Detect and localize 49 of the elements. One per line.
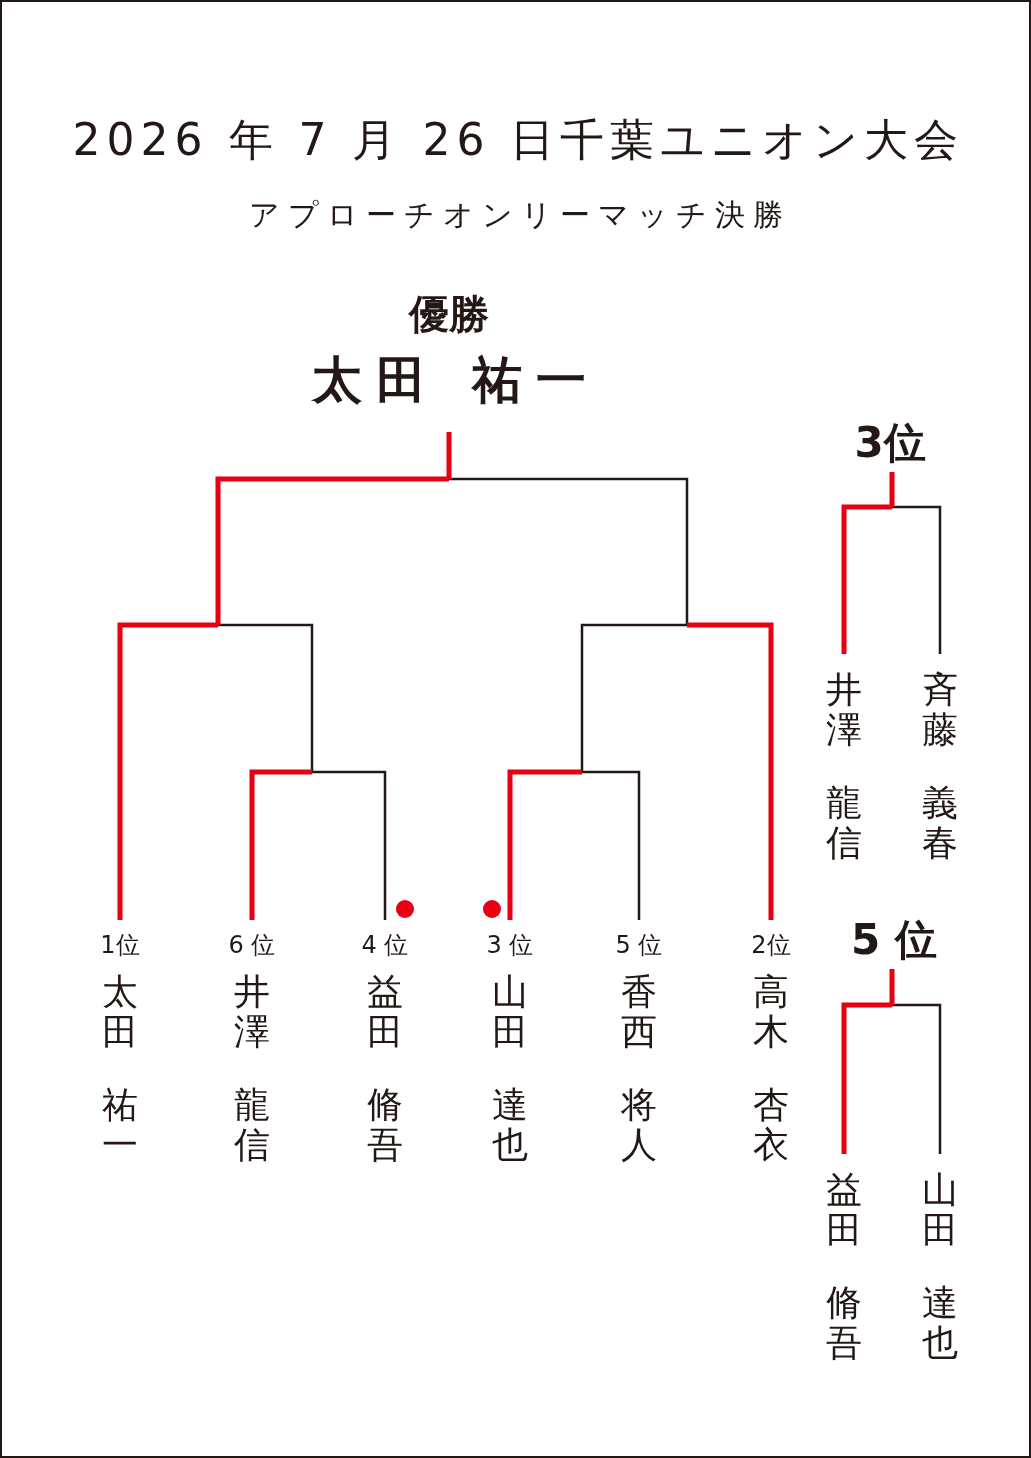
player-name: 井澤 [234, 972, 270, 1052]
title-heading: 2026 年 7 月 26 日千葉ユニオン大会 [71, 113, 965, 167]
player-name: 達也 [492, 1085, 528, 1165]
bracket-line [841, 504, 892, 654]
rank-label: 5 位 [615, 932, 663, 958]
player-name: 脩吾 [826, 1283, 862, 1363]
rank-label: 3 位 [486, 932, 534, 958]
bracket-line [892, 1003, 942, 1154]
winner-label: 優勝 [409, 292, 489, 336]
bracket-line [507, 769, 582, 920]
player-name: 香西 [621, 972, 657, 1052]
rank-label: 2位 [751, 932, 791, 958]
rank-label: 1位 [100, 932, 140, 958]
player-name: 益田 [367, 972, 403, 1052]
player-name: 山田 [492, 972, 528, 1052]
player-name: 祐一 [102, 1085, 138, 1165]
bracket-line [215, 476, 449, 625]
player-name: 山田 [922, 1170, 958, 1250]
bracket-line [687, 622, 774, 920]
player-name: 脩吾 [367, 1085, 403, 1165]
player-name: 太田 [102, 972, 138, 1052]
bracket-line [449, 477, 689, 625]
player-name: 龍信 [234, 1085, 270, 1165]
bracket-line [582, 770, 641, 920]
subtitle: アプローチオンリーマッチ決勝 [247, 196, 791, 234]
rank-label: 4 位 [361, 932, 409, 958]
place-heading: 5 位 [851, 914, 937, 966]
bracket-line [889, 472, 895, 507]
player-name: 斉藤 [922, 670, 958, 750]
player-name: 井澤 [826, 670, 862, 750]
player-name: 益田 [826, 1170, 862, 1250]
bracket-line [889, 969, 895, 1005]
bracket-line [218, 623, 314, 772]
bracket-line [312, 770, 387, 920]
bracket-line [841, 1002, 892, 1154]
player-name: 達也 [922, 1283, 958, 1363]
player-name: 龍信 [826, 783, 862, 863]
player-name: 義春 [922, 783, 958, 863]
bracket-line [446, 432, 452, 479]
champion-name: 太田 祐一 [310, 350, 600, 410]
bracket-line [249, 769, 312, 920]
bracket-line [117, 622, 218, 920]
place-heading: 3位 [854, 417, 926, 469]
player-name: 杏衣 [753, 1085, 789, 1165]
player-name: 将人 [621, 1085, 657, 1165]
rank-label: 6 位 [228, 932, 276, 958]
bracket-line [892, 505, 942, 654]
player-name: 高木 [753, 972, 789, 1052]
bracket-line [580, 623, 687, 772]
